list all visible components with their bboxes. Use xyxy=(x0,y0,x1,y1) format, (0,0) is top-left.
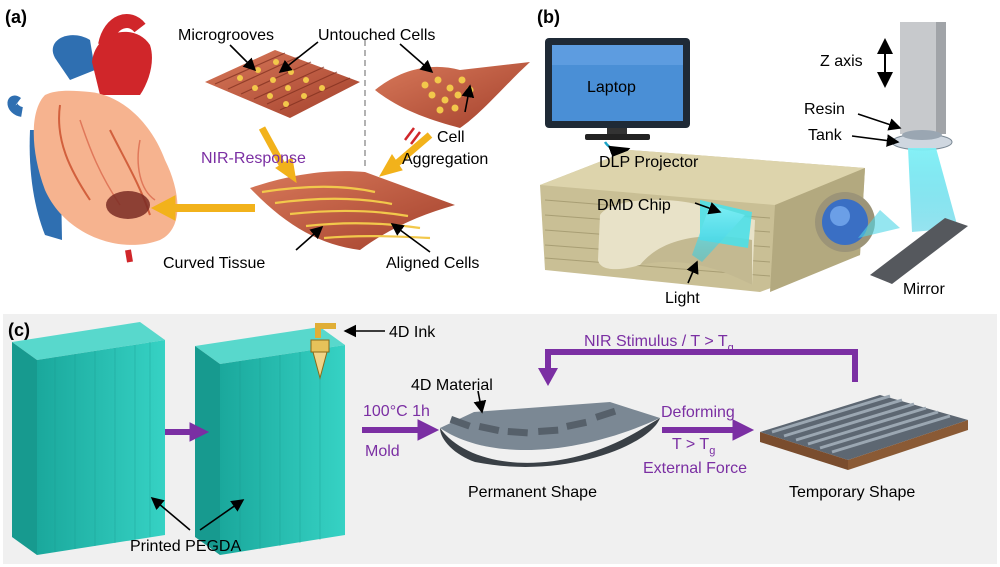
label-untouched-cells: Untouched Cells xyxy=(318,27,435,44)
panel-c-tag: (c) xyxy=(8,320,30,340)
pegda-arrows xyxy=(150,496,245,531)
print-nozzle xyxy=(310,323,336,380)
temporary-shape xyxy=(760,394,968,470)
label-stimulus-main: NIR Stimulus / T > T xyxy=(584,333,728,350)
panel-c: (c) xyxy=(3,314,997,564)
panel-b-tag: (b) xyxy=(537,7,560,27)
laptop-monitor xyxy=(545,38,690,140)
untouched-cells-patch xyxy=(375,62,530,128)
label-t-condition-sub: g xyxy=(709,445,715,457)
label-mirror: Mirror xyxy=(903,281,945,298)
label-z-axis: Z axis xyxy=(820,53,863,70)
label-stimulus-sub: g xyxy=(728,342,734,354)
panel-a-tag: (a) xyxy=(5,7,27,27)
label-aggregation: Aggregation xyxy=(402,151,488,168)
microgroove-patch xyxy=(205,50,360,118)
label-condition: 100°C 1h xyxy=(363,403,430,420)
label-dlp-projector: DLP Projector xyxy=(599,154,699,171)
annotation-arrows xyxy=(229,41,475,253)
label-resin: Resin xyxy=(804,101,845,118)
pegda-block-left xyxy=(12,322,165,555)
label-dmd-chip: DMD Chip xyxy=(597,197,671,214)
z-axis-stage xyxy=(891,22,953,151)
panel-b-annotation-arrows xyxy=(686,113,902,284)
vertical-light-beam xyxy=(908,148,958,232)
label-cell: Cell xyxy=(437,129,465,146)
mold-arrow xyxy=(362,419,440,441)
panel-b: (b) xyxy=(537,7,968,307)
permanent-shape xyxy=(440,402,660,467)
label-laptop: Laptop xyxy=(587,79,636,96)
label-4d-ink: 4D Ink xyxy=(389,324,436,341)
label-curved-tissue: Curved Tissue xyxy=(163,255,265,272)
cable-arrow xyxy=(603,141,631,165)
label-deforming: Deforming xyxy=(661,404,735,421)
label-permanent-shape: Permanent Shape xyxy=(468,484,597,501)
label-aligned-cells: Aligned Cells xyxy=(386,255,479,272)
curved-tissue-patch xyxy=(250,171,455,250)
deforming-arrow xyxy=(662,419,755,441)
label-microgrooves: Microgrooves xyxy=(178,27,274,44)
blocked-mark xyxy=(404,127,421,145)
yellow-arrows xyxy=(150,126,433,221)
label-printed-pegda: Printed PEGDA xyxy=(130,538,241,555)
stimulus-loop-arrow xyxy=(545,349,858,382)
label-tank: Tank xyxy=(808,127,843,144)
label-temporary-shape: Temporary Shape xyxy=(789,484,915,501)
label-t-condition-main: T > T xyxy=(672,436,709,453)
label-mold: Mold xyxy=(365,443,400,460)
label-light: Light xyxy=(665,290,700,307)
block-transition-arrow xyxy=(165,422,210,442)
label-t-condition: T > Tg xyxy=(672,436,715,457)
label-stimulus: NIR Stimulus / T > Tg xyxy=(584,333,734,354)
material-arrow xyxy=(473,390,487,414)
stimulus-loop-arrowhead xyxy=(538,368,558,386)
projected-light xyxy=(858,210,900,238)
panel-a: (a) Microgrooves Untouched Cells NIR-Res… xyxy=(5,7,530,272)
label-external-force: External Force xyxy=(643,460,747,477)
mirror xyxy=(870,218,968,284)
label-4d-material: 4D Material xyxy=(411,377,493,394)
internal-light-beam xyxy=(692,205,745,262)
heart-illustration xyxy=(7,14,178,263)
pegda-block-right xyxy=(195,327,345,555)
label-nir-response: NIR-Response xyxy=(201,150,306,167)
